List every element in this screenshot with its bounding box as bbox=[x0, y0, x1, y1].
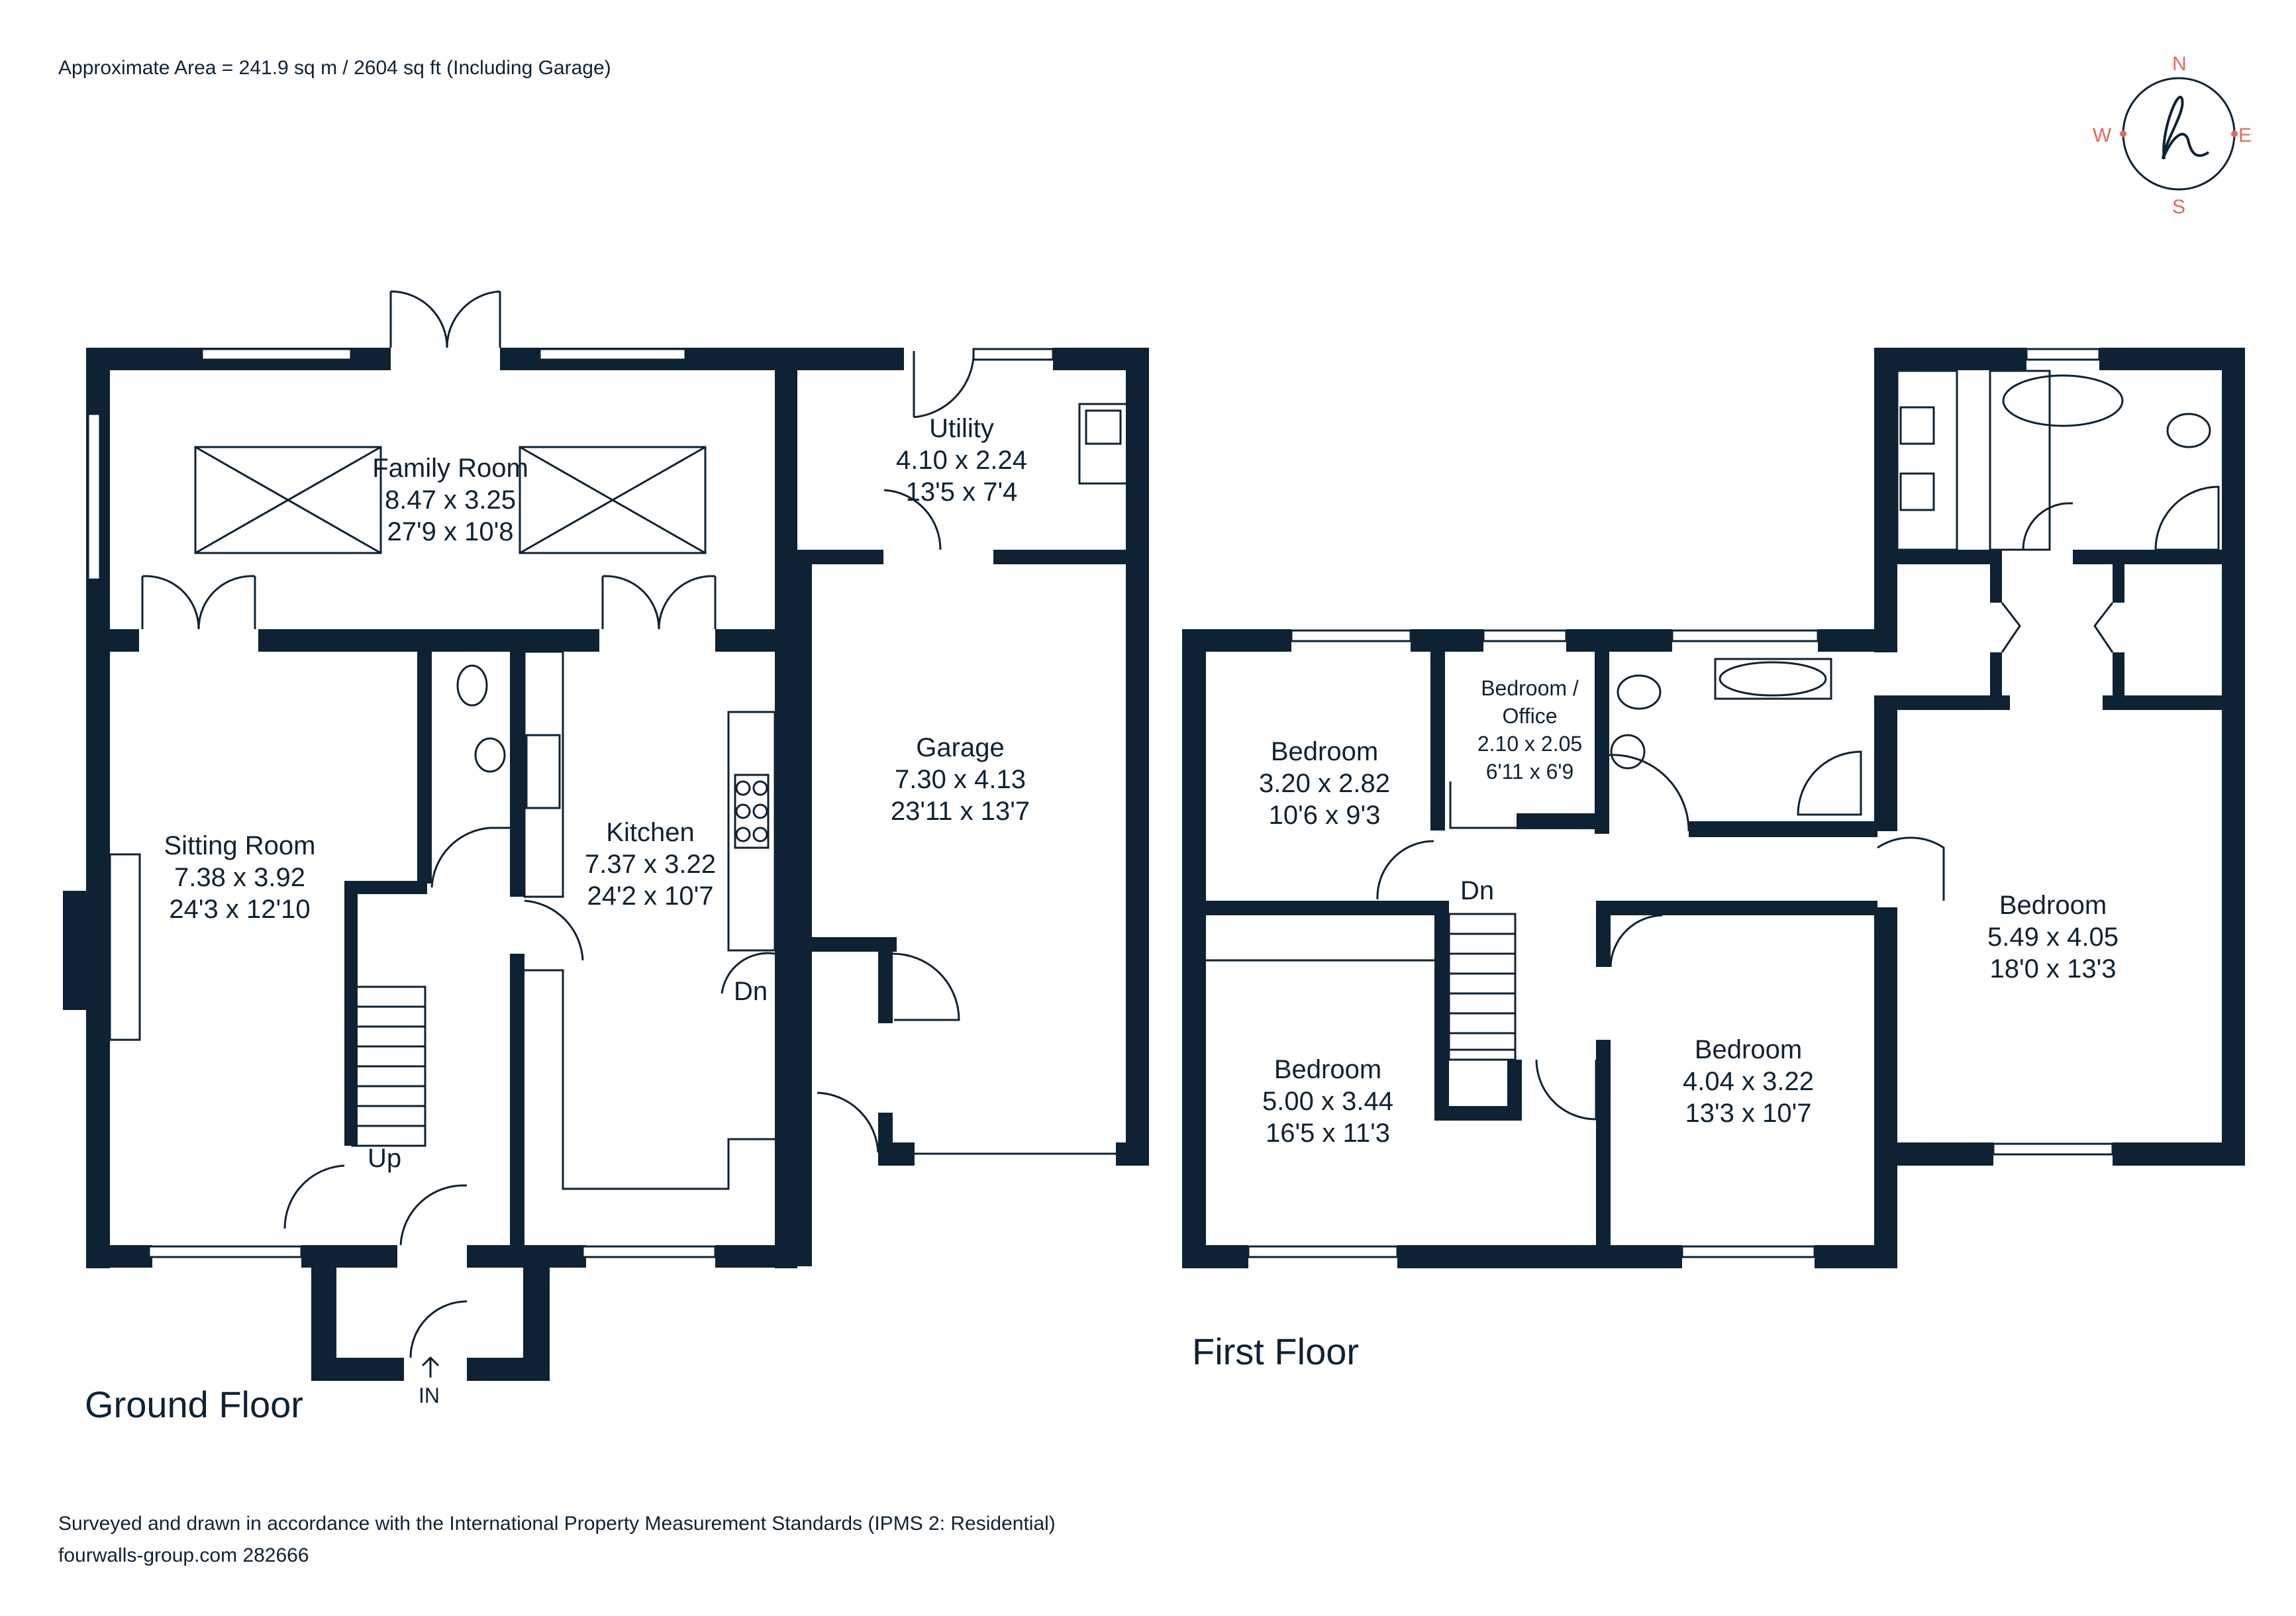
master-bedroom-metric: 5.49 x 4.05 bbox=[1987, 923, 2119, 952]
bedroom-3-imperial: 16'5 x 11'3 bbox=[1266, 1119, 1390, 1148]
family-room-name: Family Room bbox=[372, 454, 528, 483]
bedroom-2-name: Bedroom bbox=[1271, 737, 1378, 766]
ground-floor-labels: Family Room 8.47 x 3.25 27'9 x 10'8 Util… bbox=[85, 414, 1030, 1425]
stairs-up-label: Up bbox=[368, 1144, 401, 1173]
office-name: Bedroom / bbox=[1481, 676, 1579, 700]
utility-imperial: 13'5 x 7'4 bbox=[906, 478, 1018, 507]
kitchen-name: Kitchen bbox=[606, 818, 694, 847]
bedroom-3-metric: 5.00 x 3.44 bbox=[1262, 1087, 1393, 1116]
bedroom-2-imperial: 10'6 x 9'3 bbox=[1269, 801, 1381, 830]
first-floor-fixtures bbox=[1376, 370, 2220, 1121]
bedroom-4-metric: 4.04 x 3.22 bbox=[1683, 1067, 1814, 1096]
compass-w: W bbox=[2093, 125, 2112, 146]
bedroom-2-metric: 3.20 x 2.82 bbox=[1259, 769, 1390, 798]
garage-name: Garage bbox=[916, 733, 1004, 762]
ground-floor-fixtures bbox=[109, 290, 1128, 1378]
office-name-line2: Office bbox=[1503, 704, 1558, 728]
master-bedroom-name: Bedroom bbox=[1999, 891, 2107, 920]
office-metric: 2.10 x 2.05 bbox=[1477, 732, 1582, 756]
kitchen-imperial: 24'2 x 10'7 bbox=[587, 882, 714, 911]
office-imperial: 6'11 x 6'9 bbox=[1486, 760, 1574, 783]
approximate-area: Approximate Area = 241.9 sq m / 2604 sq … bbox=[58, 57, 611, 79]
utility-name: Utility bbox=[929, 414, 994, 443]
reference-number: fourwalls-group.com 282666 bbox=[58, 1544, 309, 1566]
sitting-room-metric: 7.38 x 3.92 bbox=[174, 863, 305, 892]
compass-s: S bbox=[2172, 196, 2185, 218]
garage-imperial: 23'11 x 13'7 bbox=[891, 797, 1030, 826]
first-floor-walls bbox=[1182, 348, 2245, 1268]
first-stairs-down-label: Dn bbox=[1460, 876, 1494, 905]
garage-metric: 7.30 x 4.13 bbox=[895, 765, 1026, 794]
family-room-imperial: 27'9 x 10'8 bbox=[387, 517, 514, 546]
entrance-label: IN bbox=[419, 1384, 440, 1407]
sitting-room-name: Sitting Room bbox=[164, 831, 316, 860]
bedroom-4-name: Bedroom bbox=[1695, 1035, 1802, 1064]
ground-floor-windows bbox=[87, 348, 1116, 1258]
compass-logo: N E S W bbox=[2093, 53, 2252, 218]
ground-floor-title: Ground Floor bbox=[85, 1384, 303, 1425]
first-floor-windows bbox=[1206, 348, 2114, 1258]
master-bedroom-imperial: 18'0 x 13'3 bbox=[1990, 954, 2117, 984]
ground-stairs-down-label: Dn bbox=[734, 977, 768, 1006]
utility-metric: 4.10 x 2.24 bbox=[896, 446, 1027, 475]
bedroom-3-name: Bedroom bbox=[1274, 1055, 1381, 1084]
family-room-metric: 8.47 x 3.25 bbox=[385, 485, 516, 515]
compass-n: N bbox=[2172, 53, 2187, 75]
first-floor-labels: Bedroom 3.20 x 2.82 10'6 x 9'3 Bedroom /… bbox=[1192, 676, 2119, 1372]
first-floor-title: First Floor bbox=[1192, 1331, 1359, 1372]
kitchen-metric: 7.37 x 3.22 bbox=[585, 850, 716, 879]
measurement-standard-note: Surveyed and drawn in accordance with th… bbox=[58, 1513, 1056, 1535]
compass-e: E bbox=[2238, 125, 2252, 146]
bedroom-4-imperial: 13'3 x 10'7 bbox=[1685, 1099, 1812, 1128]
sitting-room-imperial: 24'3 x 12'10 bbox=[169, 895, 310, 924]
ground-floor-walls bbox=[63, 348, 1149, 1381]
